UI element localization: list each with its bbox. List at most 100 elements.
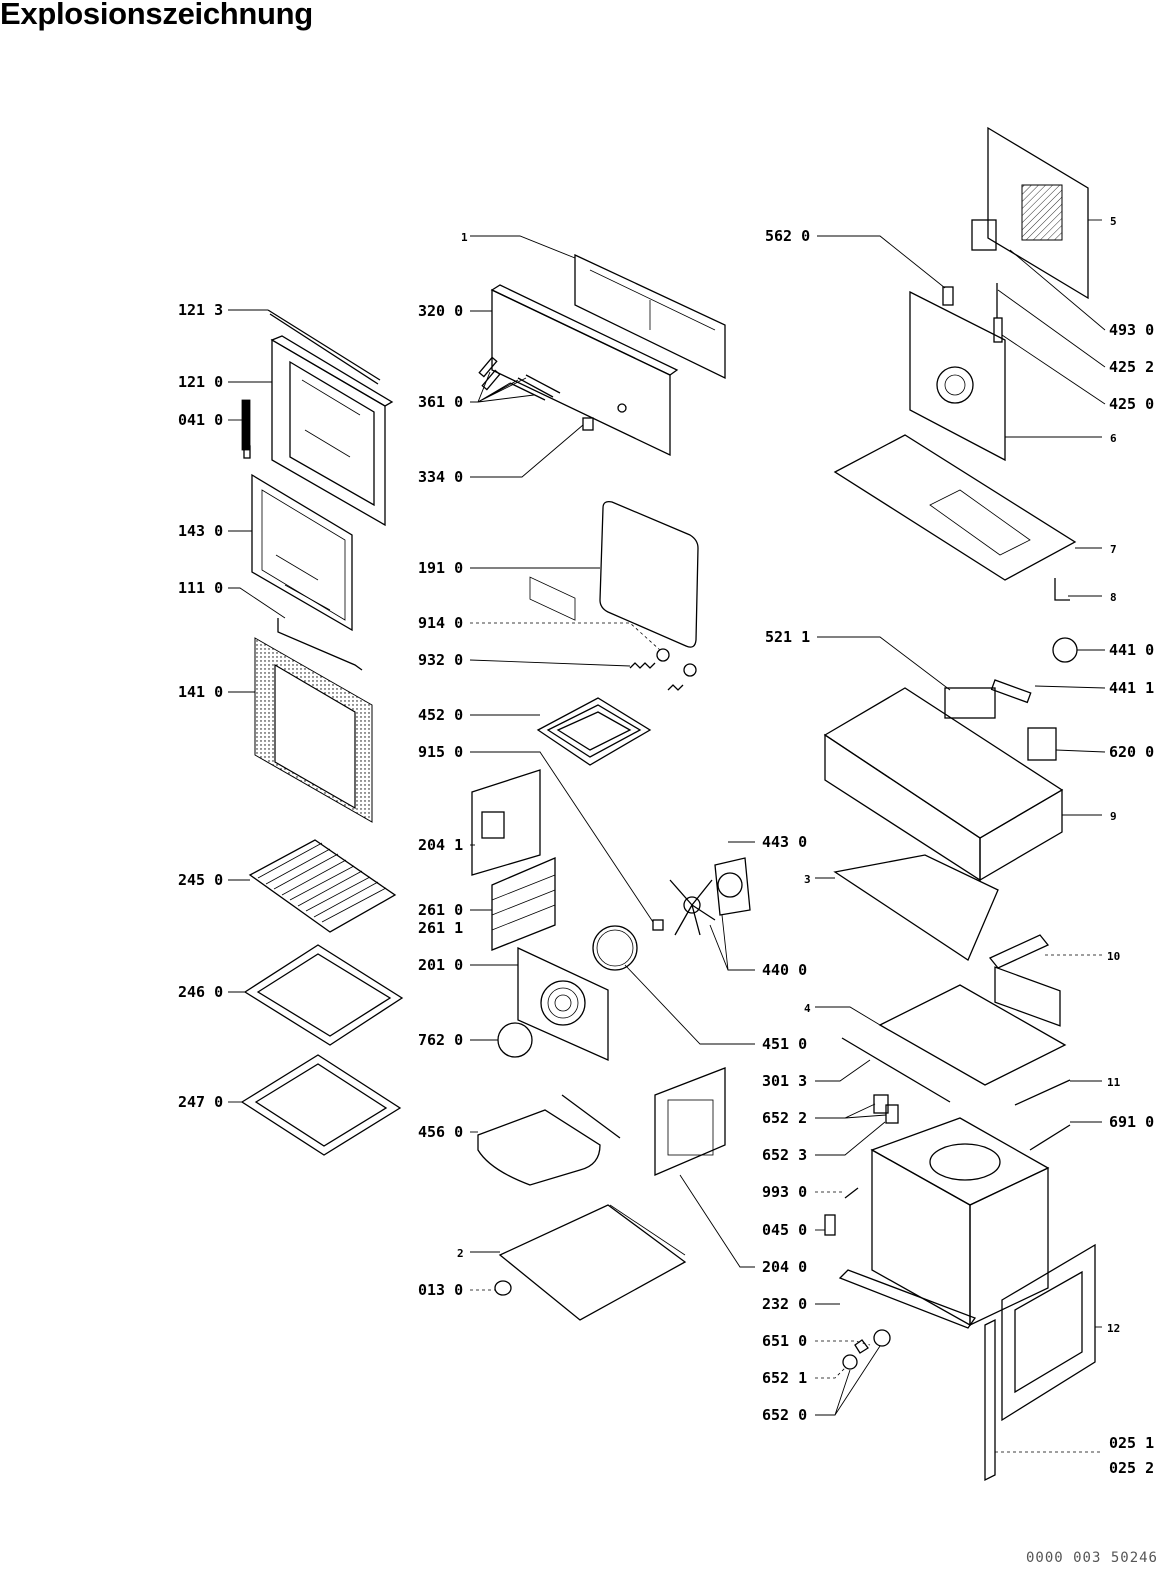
label-10: 10 — [1107, 950, 1121, 963]
insulator-part — [656, 648, 697, 677]
label-440-0: 440 0 — [762, 961, 808, 979]
label-025-2: 025 2 — [1109, 1459, 1155, 1477]
label-456-0: 456 0 — [418, 1123, 464, 1141]
label-993-0: 993 0 — [762, 1183, 808, 1201]
oven-cavity-part — [870, 1117, 1050, 1327]
back-cover-part — [987, 126, 1089, 300]
oven-door-gasket-part — [599, 500, 699, 648]
switch-part — [1027, 727, 1057, 761]
label-562-0: 562 0 — [765, 227, 811, 245]
inner-door-frame-part — [270, 335, 394, 527]
bottom-heating-element-part — [477, 1094, 621, 1186]
hinge-block-part — [824, 1214, 836, 1236]
label-521-1: 521 1 — [765, 628, 811, 646]
top-cover-part — [833, 434, 1077, 581]
label-320-0: 320 0 — [418, 302, 464, 320]
circular-element-part — [592, 925, 638, 971]
bottom-strip-part — [838, 1269, 977, 1329]
label-493-0: 493 0 — [1109, 321, 1155, 339]
label-204-0: 204 0 — [762, 1258, 808, 1276]
label-045-0: 045 0 — [762, 1221, 808, 1239]
rear-panel-part — [471, 769, 541, 876]
label-425-2: 425 2 — [1109, 358, 1155, 376]
bottom-tray-part — [878, 984, 1067, 1086]
sensor-wire-part — [993, 283, 1003, 343]
label-111-0: 111 0 — [178, 579, 224, 597]
leader-lines — [228, 219, 1106, 1453]
label-3: 3 — [804, 873, 811, 886]
label-1: 1 — [461, 231, 468, 244]
label-425-0: 425 0 — [1109, 395, 1155, 413]
bracket-part — [1054, 578, 1070, 601]
label-5: 5 — [1110, 215, 1117, 228]
control-panel-rear-part — [574, 253, 726, 380]
label-7: 7 — [1110, 543, 1117, 556]
side-rails-part — [491, 857, 556, 951]
label-11: 11 — [1107, 1076, 1121, 1089]
door-side-profile-part — [984, 1318, 996, 1482]
top-plate-part — [833, 854, 999, 961]
label-915-0: 915 0 — [418, 743, 464, 761]
knob-part — [582, 417, 594, 431]
label-141-0: 141 0 — [178, 683, 224, 701]
foot-part — [494, 1280, 512, 1296]
label-12: 12 — [1107, 1322, 1121, 1335]
rail-part — [841, 1037, 1071, 1106]
label-652-2: 652 2 — [762, 1109, 808, 1127]
terminal-strip-part — [990, 679, 1032, 704]
label-652-3: 652 3 — [762, 1146, 808, 1164]
label-245-0: 245 0 — [178, 871, 224, 889]
label-2: 2 — [457, 1247, 464, 1260]
strip-part — [988, 934, 1050, 969]
transformer-part — [971, 219, 997, 251]
cable-clip-part — [942, 286, 954, 306]
relay-part — [944, 687, 996, 719]
label-204-1: 204 1 — [418, 836, 464, 854]
tangential-fan-part — [994, 637, 1078, 1027]
spring-part — [629, 662, 684, 691]
label-451-0: 451 0 — [762, 1035, 808, 1053]
control-panel-front-part — [490, 284, 679, 621]
cover-disk-part — [497, 1022, 533, 1058]
door-seal-strip-part — [267, 309, 381, 385]
screw-part — [844, 1187, 859, 1199]
lamp-part — [873, 1094, 899, 1124]
baking-tray-part — [243, 944, 404, 1046]
label-441-0: 441 0 — [1109, 641, 1155, 659]
label-301-3: 301 3 — [762, 1072, 808, 1090]
label-201-0: 201 0 — [418, 956, 464, 974]
label-191-0: 191 0 — [418, 559, 464, 577]
door-hinge-part — [241, 399, 251, 459]
housing-frame-part — [823, 687, 1064, 882]
rear-wall-part — [909, 290, 1006, 462]
bottom-plate-part — [498, 1204, 687, 1321]
label-620-0: 620 0 — [1109, 743, 1155, 761]
fan-cover-part — [517, 946, 609, 1062]
label-452-0: 452 0 — [418, 706, 464, 724]
label-261-0: 261 0 — [418, 901, 464, 919]
page-title: Explosionszeichnung — [0, 0, 313, 31]
label-041-0: 041 0 — [178, 411, 224, 429]
label-334-0: 334 0 — [418, 468, 464, 486]
label-261-1: 261 1 — [418, 919, 464, 937]
label-246-0: 246 0 — [178, 983, 224, 1001]
label-691-0: 691 0 — [1109, 1113, 1155, 1131]
fan-blade-part — [669, 879, 716, 936]
drip-pan-part — [240, 1054, 402, 1156]
label-443-0: 443 0 — [762, 833, 808, 851]
label-361-0: 361 0 — [418, 393, 464, 411]
label-232-0: 232 0 — [762, 1295, 808, 1313]
document-code: 0000 003 50246 — [1025, 1550, 1158, 1566]
label-247-0: 247 0 — [178, 1093, 224, 1111]
label-651-0: 651 0 — [762, 1332, 808, 1350]
label-441-1: 441 1 — [1109, 679, 1155, 697]
side-panel-part — [654, 1067, 726, 1176]
outer-door-glass-part — [254, 637, 373, 823]
label-9: 9 — [1110, 810, 1117, 823]
label-121-0: 121 0 — [178, 373, 224, 391]
label-143-0: 143 0 — [178, 522, 224, 540]
label-652-1: 652 1 — [762, 1369, 808, 1387]
lamp-socket-part — [842, 1329, 891, 1370]
control-knobs-part — [478, 356, 561, 401]
coupling-part — [652, 919, 664, 931]
